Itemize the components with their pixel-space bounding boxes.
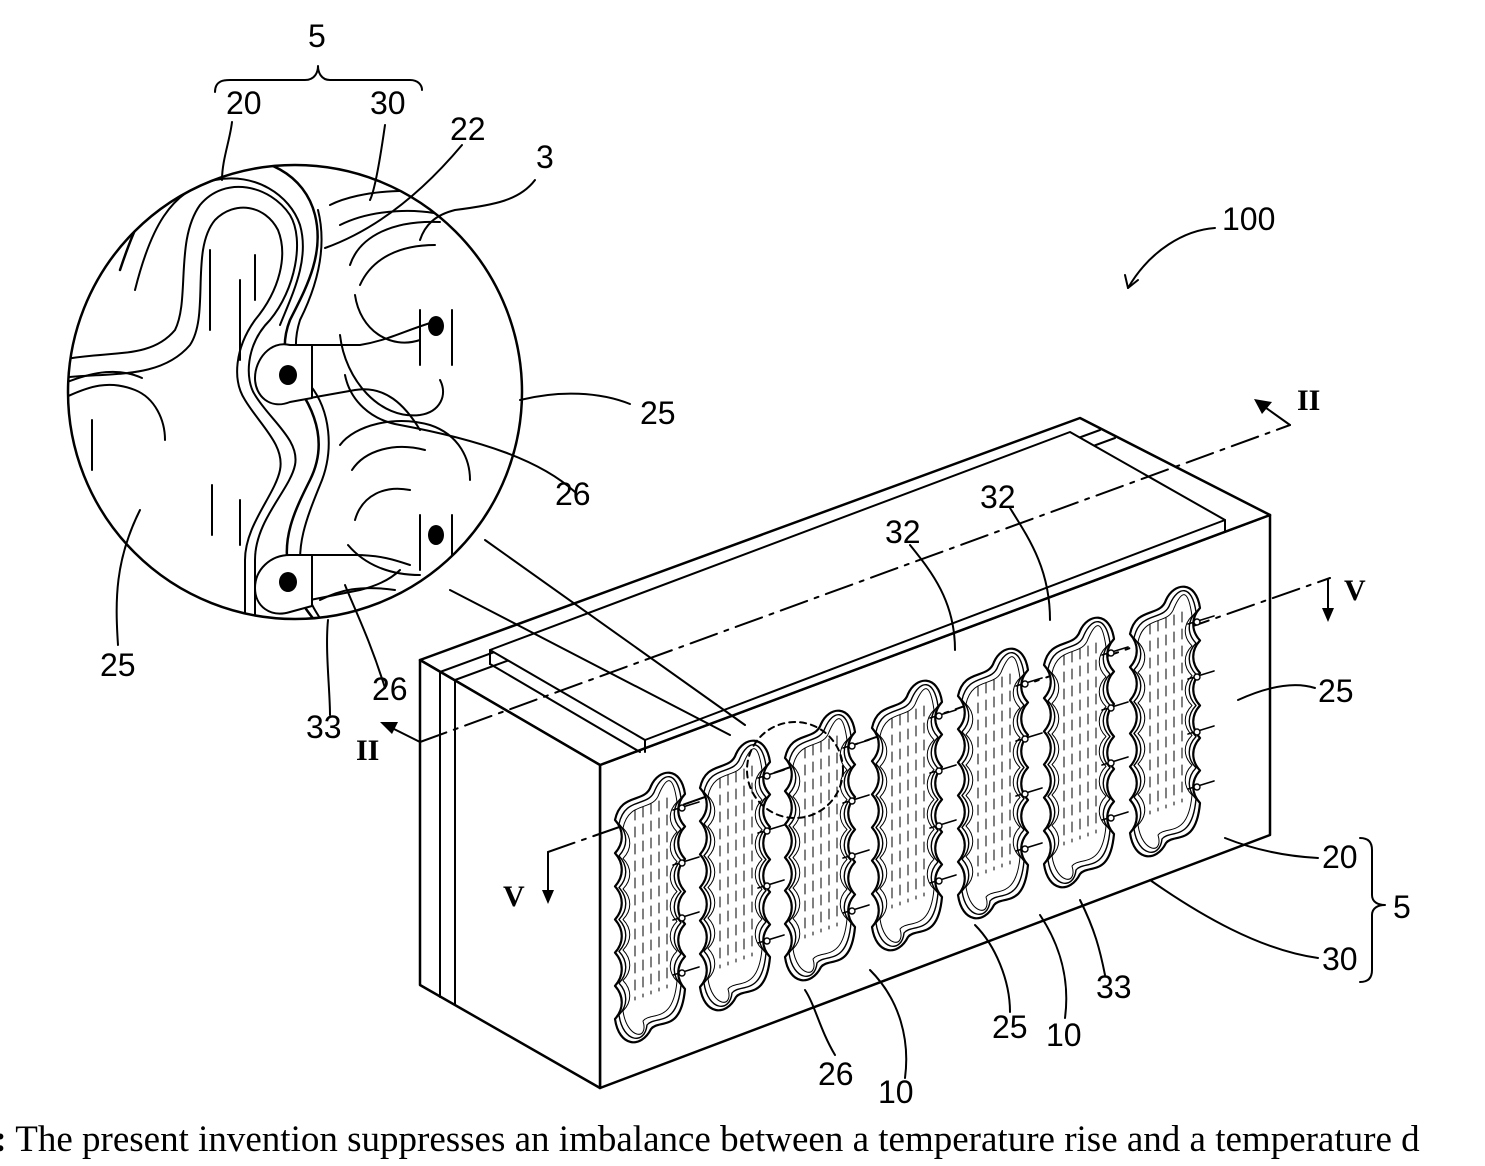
label-33-zoom: 33 xyxy=(306,709,342,745)
label-20-top: 20 xyxy=(226,85,262,121)
label-20-right: 20 xyxy=(1322,839,1358,875)
label-33-bottom: 33 xyxy=(1096,969,1132,1005)
label-10-b: 10 xyxy=(878,1074,914,1110)
label-30-right: 30 xyxy=(1322,941,1358,977)
label-25-bottom: 25 xyxy=(992,1009,1028,1045)
label-32-b: 32 xyxy=(980,479,1016,515)
section-mark-ii-right: II xyxy=(1297,384,1320,417)
label-25-right: 25 xyxy=(1318,673,1354,709)
label-30-top: 30 xyxy=(370,85,406,121)
label-26-zoom-b: 26 xyxy=(372,671,408,707)
section-mark-v-right: V xyxy=(1344,574,1366,607)
label-100: 100 xyxy=(1222,201,1275,237)
label-22: 22 xyxy=(450,111,486,147)
caption-prefix: t: xyxy=(0,1119,7,1160)
label-32-a: 32 xyxy=(885,514,921,550)
section-mark-v-left: V xyxy=(503,880,525,913)
label-26-zoom-a: 26 xyxy=(555,476,591,512)
label-25-zoom: 25 xyxy=(640,395,676,431)
abstract-caption: t: The present invention suppresses an i… xyxy=(0,1118,1485,1161)
label-5-right: 5 xyxy=(1393,889,1411,925)
section-mark-ii-left: II xyxy=(356,734,379,767)
label-5-top: 5 xyxy=(308,18,326,54)
caption-text: The present invention suppresses an imba… xyxy=(7,1119,1420,1160)
label-26-bottom: 26 xyxy=(818,1056,854,1092)
label-10-a: 10 xyxy=(1046,1017,1082,1053)
label-25-left: 25 xyxy=(100,647,136,683)
zoom-detail xyxy=(60,158,525,640)
label-3: 3 xyxy=(536,139,554,175)
